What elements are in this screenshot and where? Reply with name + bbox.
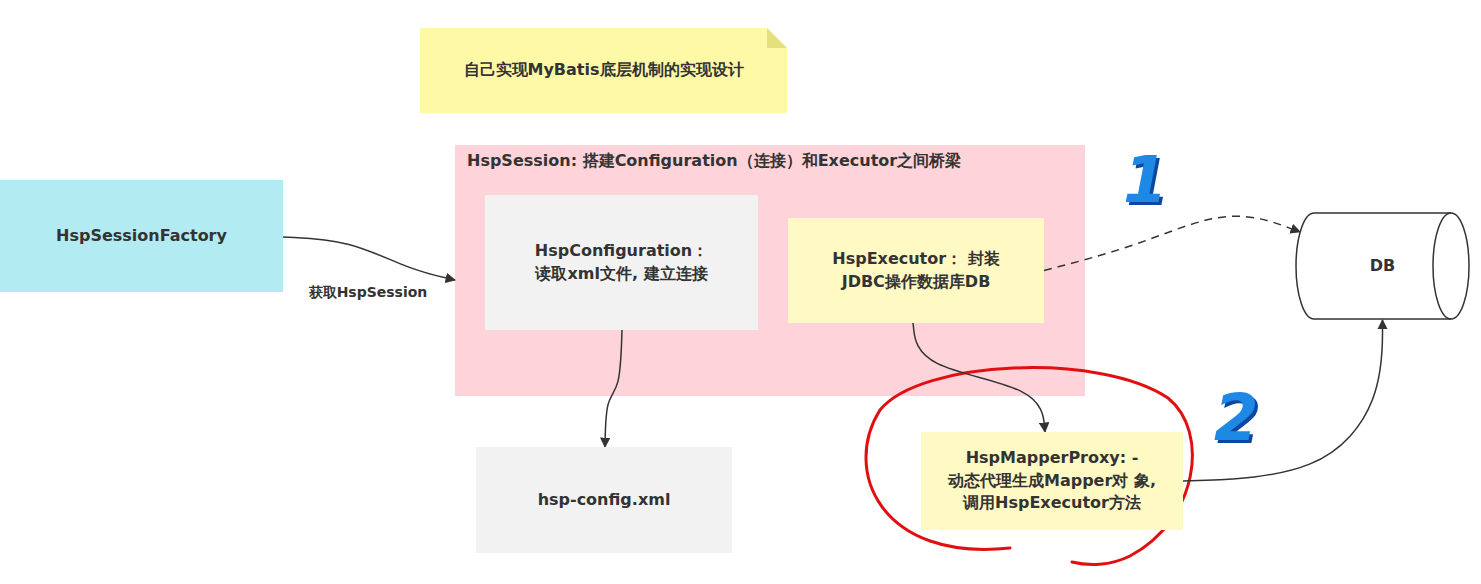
node-text: HspSessionFactory bbox=[17, 225, 267, 247]
cylinder-body bbox=[1296, 213, 1469, 319]
band-fill bbox=[455, 145, 1085, 396]
connector bbox=[283, 237, 455, 280]
group-band: HspSession: 搭建Configuration（连接）和Executor… bbox=[455, 145, 1085, 396]
title-text: 自己实现MyBatis底层机制的实现设计 bbox=[464, 59, 744, 81]
note-fold bbox=[767, 28, 787, 48]
cylinder-end bbox=[1433, 213, 1451, 319]
connector bbox=[605, 330, 622, 447]
database-cylinder: DB bbox=[1295, 212, 1470, 320]
node-text: DB bbox=[1323, 255, 1443, 277]
note-body bbox=[420, 28, 787, 113]
process-box: HspSessionFactory bbox=[0, 180, 283, 292]
connector bbox=[1044, 216, 1300, 270]
connector bbox=[1183, 320, 1383, 481]
process-box: HspConfiguration： 读取xml文件, 建立连接 bbox=[485, 195, 758, 330]
title-note: 自己实现MyBatis底层机制的实现设计 bbox=[420, 28, 787, 113]
process-box: HspExecutor： 封装 JDBC操作数据库DB bbox=[788, 218, 1044, 323]
band-layer bbox=[455, 145, 1085, 396]
callout-number: 2 bbox=[1214, 386, 1259, 450]
callout-number: 1 bbox=[1123, 148, 1168, 212]
node-text: hsp-config.xml bbox=[489, 489, 719, 511]
connector bbox=[913, 323, 1045, 432]
process-box: HspMapperProxy: -动态代理生成Mapper对 象,调用HspEx… bbox=[921, 432, 1183, 530]
node-text: HspConfiguration： 读取xml文件, 建立连接 bbox=[519, 240, 724, 285]
node-text: HspMapperProxy: -动态代理生成Mapper对 象,调用HspEx… bbox=[945, 447, 1160, 514]
file-box: hsp-config.xml bbox=[476, 447, 732, 553]
node-text: HspExecutor： 封装 JDBC操作数据库DB bbox=[824, 248, 1009, 293]
band-heading: HspSession: 搭建Configuration（连接）和Executor… bbox=[467, 150, 1073, 172]
edge-label: 获取HspSession bbox=[306, 283, 431, 301]
